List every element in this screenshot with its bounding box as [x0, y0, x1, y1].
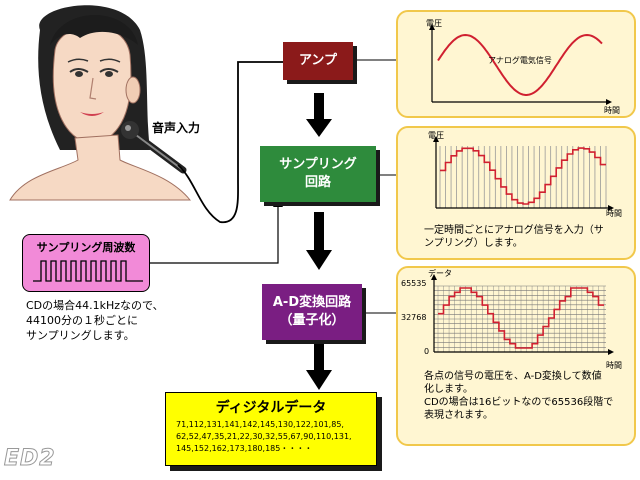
panel3-caption: 各点の信号の電圧を、A-D変換して数値 化します。 CDの場合は16ビットなので…	[424, 370, 613, 422]
panel3-tick-mid: 32768	[401, 313, 427, 322]
panel2-caption-1: 一定時間ごとにアナログ信号を入力（サ	[424, 225, 604, 236]
amp-label: アンプ	[298, 53, 338, 69]
panel3-ylabel: データ	[428, 269, 452, 278]
cd-note-line-1: CDの場合44.1kHzなので、	[26, 299, 164, 312]
panel3-tick-max: 65535	[401, 279, 427, 288]
analog-signal-panel	[396, 10, 636, 118]
digital-data-title: ディジタルデータ	[215, 400, 327, 416]
digital-values-line-2: 62,52,47,35,21,22,30,32,55,67,90,110,131…	[176, 432, 352, 441]
woman-illustration	[9, 5, 192, 201]
square-wave-icon	[33, 260, 143, 282]
voice-input-label: 音声入力	[152, 121, 201, 135]
digital-data-values: 71,112,131,141,142,145,130,122,101,85, 6…	[176, 419, 352, 455]
panel3-caption-3: CDの場合は16ビットなので65536段階で	[424, 397, 614, 408]
panel2-ylabel: 電圧	[428, 131, 444, 140]
adc-box: A-D変換回路 （量子化）	[262, 284, 362, 340]
panel3-caption-1: 各点の信号の電圧を、A-D変換して数値	[424, 371, 602, 382]
panel1-xlabel: 時間	[604, 106, 620, 115]
microphone-icon	[121, 121, 187, 174]
sampling-label-1: サンプリング	[279, 157, 357, 173]
sampling-label-2: 回路	[304, 175, 331, 190]
panel2-caption: 一定時間ごとにアナログ信号を入力（サ ンプリング）します。	[424, 224, 604, 250]
digital-values-line-3: 145,152,162,173,180,185・・・・	[176, 444, 313, 453]
panel2-caption-2: ンプリング）します。	[424, 238, 523, 249]
panel3-xlabel: 時間	[606, 361, 622, 370]
digital-values-line-1: 71,112,131,141,142,145,130,122,101,85,	[176, 420, 344, 429]
panel3-caption-4: 表現されます。	[424, 410, 493, 421]
quantization-chart	[431, 274, 614, 355]
panel3-tick-zero: 0	[424, 347, 430, 356]
panel3-caption-2: 化します。	[424, 384, 473, 395]
cd-note-line-3: サンプリングします。	[26, 329, 135, 342]
digital-data-box: ディジタルデータ 71,112,131,141,142,145,130,122,…	[165, 392, 377, 466]
adc-label-1: A-D変換回路	[272, 295, 352, 311]
panel1-ylabel: 電圧	[426, 19, 442, 28]
sampling-box: サンプリング 回路	[260, 146, 376, 202]
sampling-frequency-box: サンプリング周波数	[22, 234, 150, 292]
cd-note: CDの場合44.1kHzなので、 44100分の１秒ごとに サンプリングします。	[26, 298, 164, 343]
amp-box: アンプ	[283, 42, 353, 80]
adc-label-2: （量子化）	[279, 313, 345, 328]
panel2-xlabel: 時間	[606, 209, 622, 218]
sampling-chart	[433, 136, 614, 211]
sampling-frequency-label: サンプリング周波数	[36, 241, 136, 254]
ed2-logo: ED2	[4, 446, 56, 472]
analog-signal-chart	[429, 24, 612, 105]
cd-note-line-2: 44100分の１秒ごとに	[26, 314, 138, 327]
panel1-annotation: アナログ電気信号	[488, 56, 552, 65]
